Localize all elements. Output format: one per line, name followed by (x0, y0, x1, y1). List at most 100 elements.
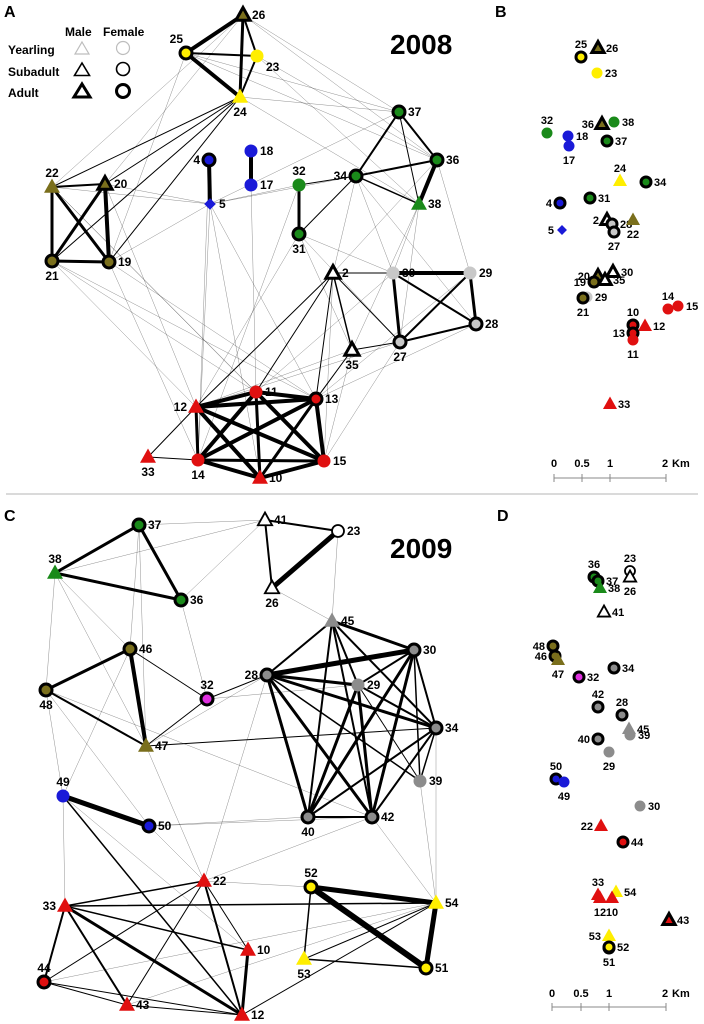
net2009-edge-12-54 (241, 902, 437, 1016)
net2008-edge-26-24 (238, 13, 245, 99)
net2008-node-34 (348, 168, 364, 184)
net2009-edge-46-47 (128, 647, 148, 748)
net2008-label-2: 2 (342, 266, 349, 280)
net2009-edge-42-54 (371, 816, 437, 904)
net2009-edge-37-46 (129, 524, 140, 650)
map2009-node-48 (546, 639, 560, 653)
map2008-node-12 (637, 318, 653, 332)
legend: Male Female Yearling Subadult Adult (8, 25, 145, 100)
map2008-label-14: 14 (662, 291, 675, 303)
net2009-edge-45-28 (266, 620, 333, 676)
map2009-label-26: 26 (624, 586, 636, 598)
net2009-edge-45-34 (331, 620, 437, 729)
net2009-edge-50-48 (45, 689, 150, 827)
net2008-node-22 (44, 178, 60, 193)
map2008-label-10: 10 (627, 307, 639, 319)
net2009-label-23: 23 (347, 524, 361, 538)
net2009-edge-41-26 (264, 519, 273, 589)
net2009-edge-33-10 (64, 905, 249, 951)
net2009-label-30: 30 (423, 643, 437, 657)
net2009-edge-28-40 (265, 673, 310, 819)
net2009-label-40: 40 (301, 825, 315, 839)
map2009-node-34 (607, 661, 621, 675)
net2008-label-38: 38 (428, 197, 442, 211)
net2009-label-28: 28 (245, 668, 259, 682)
net2008-edge-5-32 (209, 184, 300, 205)
map2008-node-11 (627, 334, 639, 346)
net2008-edge-31-35 (298, 233, 353, 351)
legend-adult-male-triangle-icon (71, 81, 93, 99)
net2008-node-24 (232, 88, 248, 103)
net2008-edge-37-38 (398, 111, 420, 205)
net2009-edge-39-54 (419, 780, 437, 904)
net2008-edge-20-5 (104, 183, 211, 205)
net2009-edge-32-46 (129, 648, 208, 700)
map2009-node-39 (624, 729, 636, 741)
map2008-node-21 (576, 291, 590, 305)
net2009-edge-38-36 (53, 571, 183, 602)
map2008-label-29: 29 (595, 292, 607, 304)
net2009-edge-23-26 (269, 528, 341, 591)
net2008-edge-35-12 (195, 349, 353, 408)
net2009-edges (43, 519, 439, 1017)
net2008-node-28 (468, 316, 484, 332)
net2008-node-18 (244, 144, 258, 158)
net2008-label-20: 20 (114, 177, 128, 191)
net2008-node-33 (140, 448, 156, 463)
net2009-edge-45-42 (331, 620, 373, 818)
map2009-label-36: 36 (588, 559, 600, 571)
map2008-label-34: 34 (654, 177, 667, 189)
net2008-edge-37-36 (398, 111, 438, 161)
net2009-label-46: 46 (139, 642, 153, 656)
net2009-edge-26-45 (271, 587, 333, 622)
map2009-node-40 (591, 732, 605, 746)
map2008-node-18 (562, 130, 574, 142)
map2008-label-5: 5 (548, 225, 554, 237)
year-label-2009: 2009 (390, 533, 452, 564)
map2009-node-29 (603, 746, 615, 758)
net2009-edge-30-29 (357, 649, 415, 686)
net2009-label-37: 37 (148, 518, 162, 532)
net2008-edge-22-20 (51, 183, 106, 188)
net2008-edge-21-12 (51, 260, 197, 408)
map2008-label-30: 30 (621, 267, 633, 279)
map2008-label-26: 26 (606, 43, 618, 55)
map2008-node-31 (583, 191, 597, 205)
net2009-edge-54-51 (423, 900, 439, 971)
net2009-node-47 (138, 737, 154, 752)
map2008-node-35 (596, 270, 614, 287)
map2008-label-38: 38 (622, 117, 634, 129)
net2008-node-29 (463, 266, 477, 280)
net2009-edge-23-45 (331, 530, 339, 622)
map2009-label-41: 41 (612, 607, 624, 619)
net2009-node-52 (303, 879, 319, 895)
net2009-node-12 (234, 1006, 250, 1021)
net2009-edge-38-47 (54, 572, 147, 747)
net2009-edge-49-12 (62, 795, 243, 1016)
net2008-node-27 (392, 334, 408, 350)
scale-b-tick-2: 2 (662, 458, 668, 470)
net2009-label-22: 22 (213, 874, 227, 888)
net2009-edge-29-34 (357, 684, 437, 729)
net2008-edge-5-14 (197, 203, 211, 461)
map2008-label-21: 21 (577, 307, 589, 319)
map2009-node-26 (622, 568, 638, 583)
net2008-node-26 (233, 4, 253, 22)
net2008-node-23 (250, 49, 264, 63)
net2009-label-26: 26 (265, 596, 279, 610)
net2008-node-31 (291, 226, 307, 242)
map2008-label-32: 32 (541, 115, 553, 127)
net2009-edge-47-28 (145, 674, 268, 747)
net2008-edge-35-15 (323, 349, 353, 462)
net2009-edge-33-44 (43, 905, 66, 983)
net2008-edge-33-14 (147, 456, 199, 461)
map2009-label-32: 32 (587, 672, 599, 684)
net2008-edge-20-21 (50, 182, 107, 263)
net2008-edge-29-13 (315, 272, 471, 400)
map2009-node-28 (615, 708, 629, 722)
net2008-label-11: 11 (265, 385, 278, 399)
net2009-edge-49-46 (62, 648, 131, 797)
scale-d-unit: Km (672, 988, 690, 1000)
